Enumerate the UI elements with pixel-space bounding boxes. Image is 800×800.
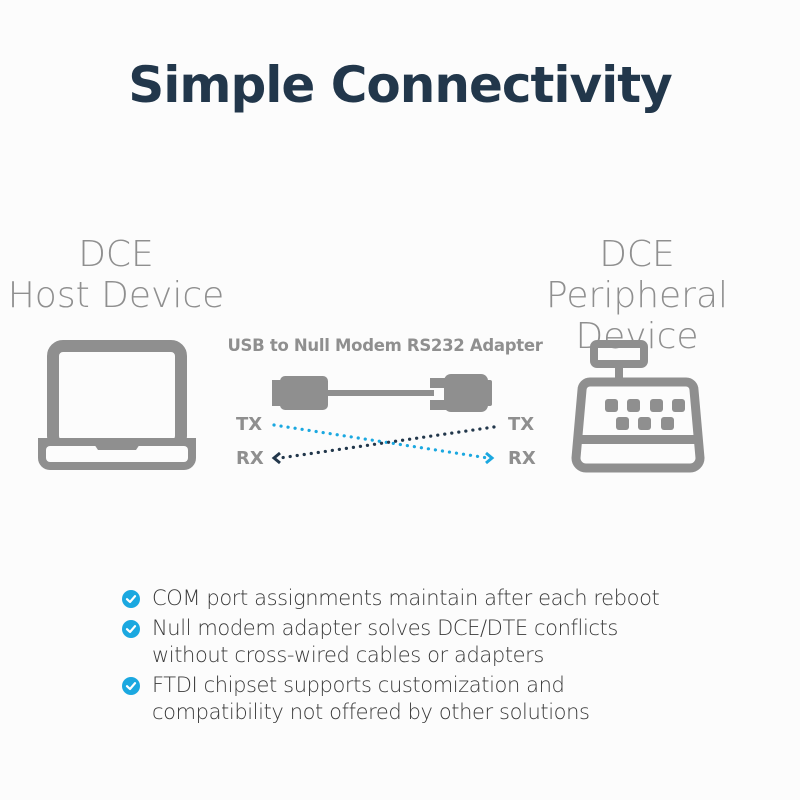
host-device-name: Host Device (7, 275, 225, 316)
right-tx-label: TX (508, 414, 535, 435)
check-circle-icon (122, 590, 140, 608)
feature-text: COM port assignments maintain after each… (152, 586, 660, 610)
peripheral-device-type: DCE (599, 234, 675, 275)
check-circle-icon (122, 677, 140, 695)
feature-item: COM port assignments maintain after each… (122, 585, 660, 612)
laptop-icon (38, 340, 196, 470)
feature-item: FTDI chipset supports customization and … (122, 672, 659, 726)
peripheral-device-name: Peripheral Device (545, 275, 729, 357)
feature-item: Null modem adapter solves DCE/DTE confli… (122, 615, 659, 669)
host-device-label: DCE Host Device (0, 234, 232, 316)
page-title: Simple Connectivity (128, 56, 673, 114)
feature-text: compatibility not offered by other solut… (152, 700, 590, 724)
left-rx-label: RX (236, 448, 264, 469)
feature-text: Null modem adapter solves DCE/DTE confli… (152, 616, 618, 640)
check-circle-icon (122, 620, 140, 638)
arrow-right-icon (485, 451, 495, 465)
tx-to-rx-blue-line (272, 423, 490, 460)
arrow-left-icon (271, 451, 281, 465)
signal-crossover (271, 423, 496, 465)
feature-list: COM port assignments maintain after each… (122, 585, 660, 729)
peripheral-device-label: DCE Peripheral Device (484, 234, 790, 357)
adapter-label: USB to Null Modem RS232 Adapter (227, 336, 543, 355)
feature-text: without cross-wired cables or adapters (152, 643, 544, 667)
left-tx-label: TX (236, 414, 263, 435)
right-rx-label: RX (508, 448, 536, 469)
cable-icon (272, 374, 492, 412)
cash-register-icon (571, 340, 705, 473)
host-device-type: DCE (78, 234, 154, 275)
tx-to-rx-navy-line (278, 425, 496, 460)
feature-text: FTDI chipset supports customization and (152, 673, 565, 697)
